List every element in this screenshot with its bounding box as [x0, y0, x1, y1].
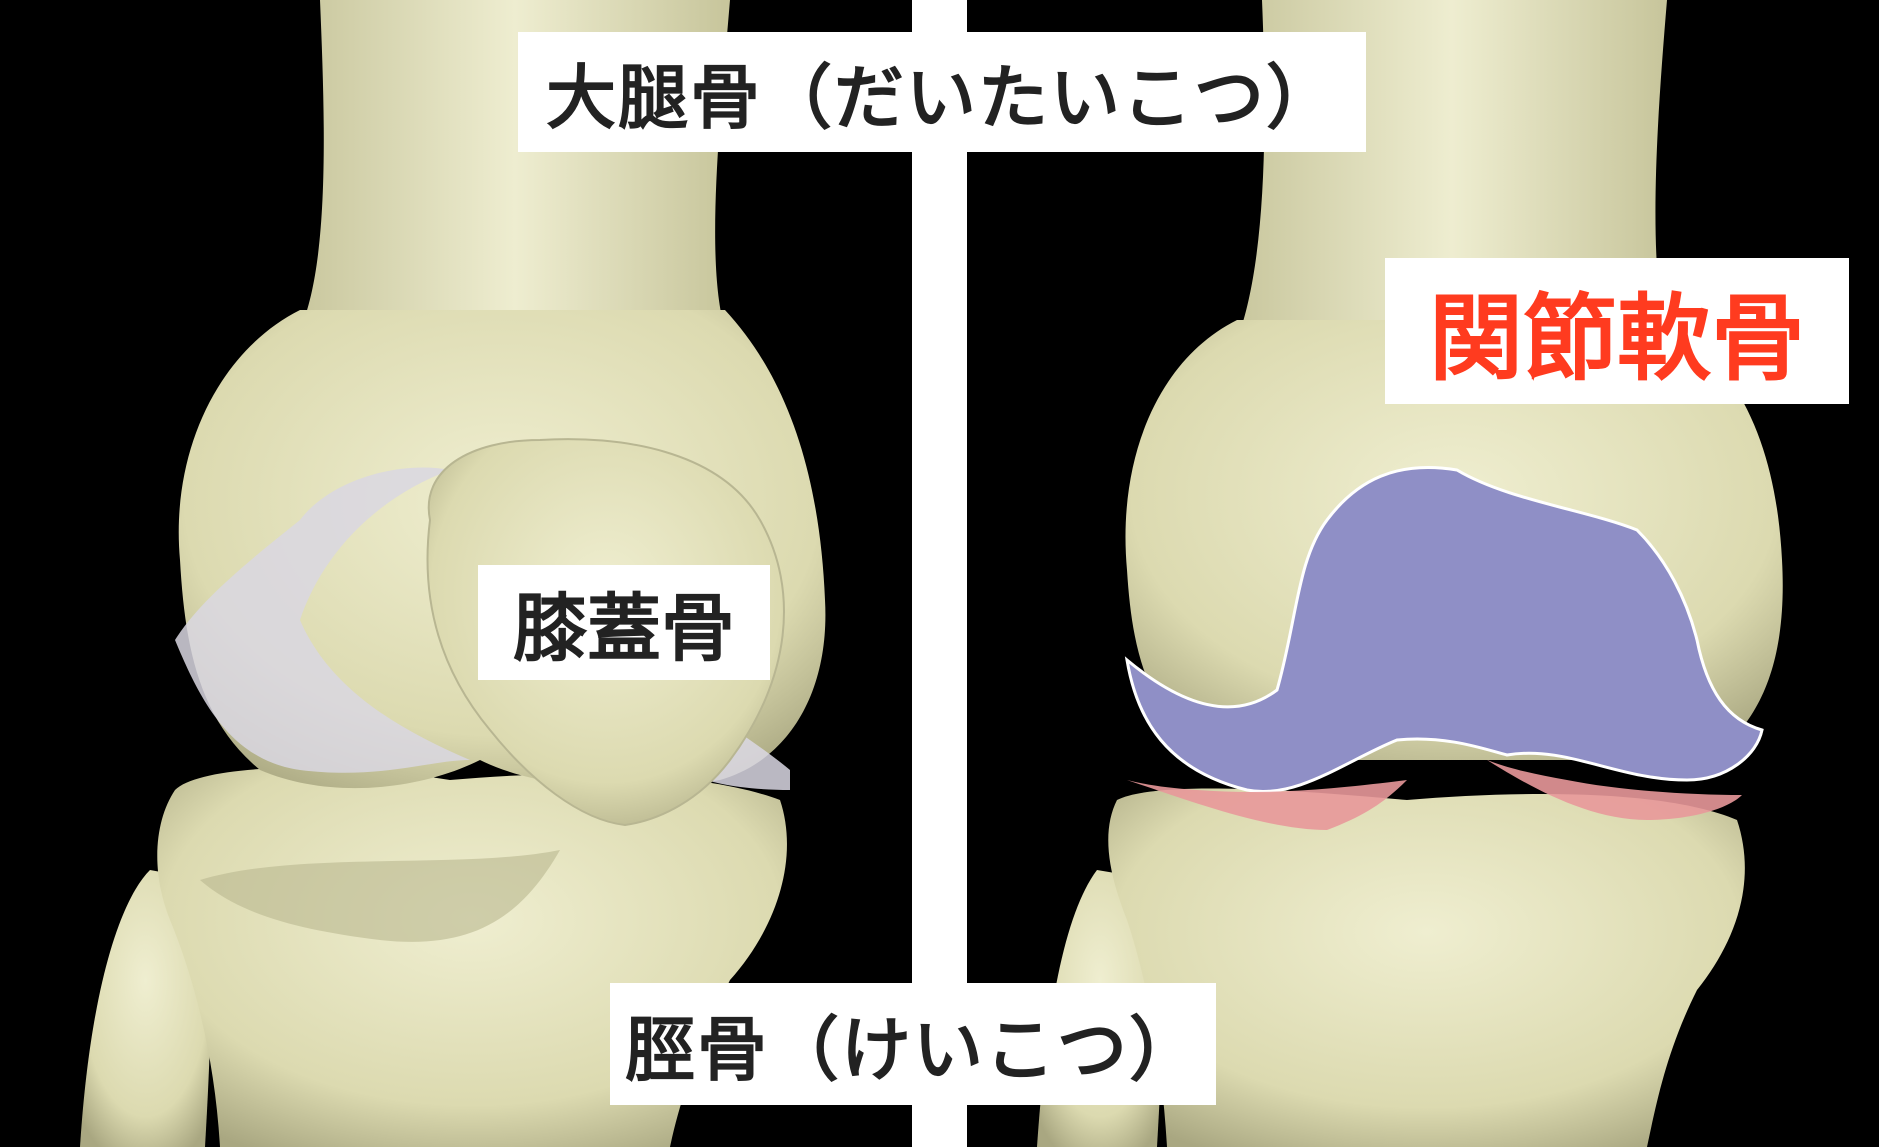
right-knee-panel — [967, 0, 1879, 1147]
left-knee-panel — [0, 0, 912, 1147]
knee-with-patella-illustration — [0, 0, 912, 1147]
knee-cartilage-illustration — [967, 0, 1879, 1147]
tibia-label: 脛骨（けいこつ） — [610, 983, 1216, 1105]
femur-label: 大腿骨（だいたいこつ） — [518, 32, 1366, 152]
patella-label: 膝蓋骨 — [478, 565, 770, 680]
articular-cartilage-label: 関節軟骨 — [1385, 258, 1849, 404]
